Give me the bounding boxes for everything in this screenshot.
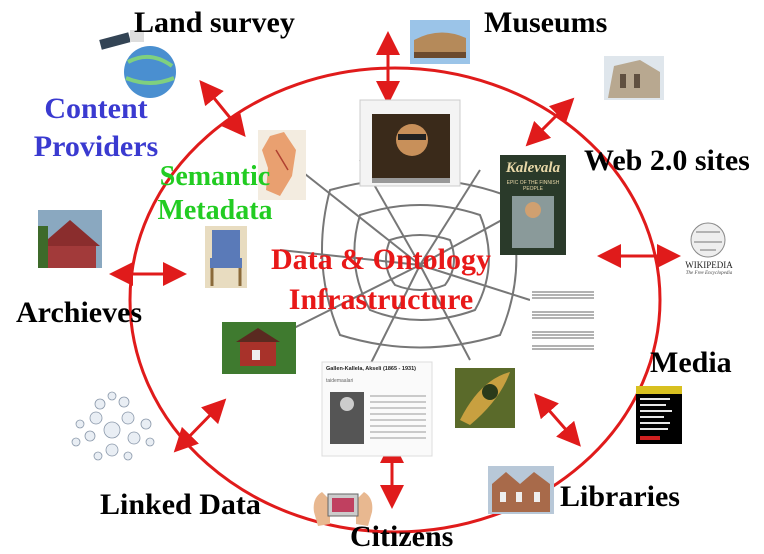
archieves-label: Archieves [16,296,143,329]
arrow-linked-data [173,398,227,453]
kalevala-cover-title: Kalevala [505,160,561,176]
article-page-image [321,361,433,457]
kalevala-book-image [500,155,566,255]
finland-map-image [258,130,306,200]
semantic-line-1: Semantic [159,161,271,192]
archive-temple-image [38,210,102,268]
wikipedia-tagline: The Free Encyclopedia [685,271,733,276]
content-providers-line-1: Content [44,92,148,125]
museum-building-image [410,20,470,64]
linked-data-cloud-image [71,391,155,461]
museum-modern-building-image [604,56,664,100]
land-survey-label: Land survey [134,6,295,39]
arrow-media [534,393,581,447]
library-building-image [488,466,554,514]
article-title: Gallen-Kallela, Akseli (1865 - 1931) [326,366,416,372]
semantic-line-2: Metadata [157,195,273,226]
arrow-web20 [525,97,575,147]
red-house-image [222,322,296,374]
libraries-label: Libraries [560,480,680,513]
kalevala-cover-subtitle: EPIC OF THE FINNISH PEOPLE [506,180,560,192]
connection-arrows [109,30,681,509]
citizens-label: Citizens [350,520,454,553]
sheet-music-image [530,285,596,353]
linked-data-label: Linked Data [100,488,261,521]
center-title-line-1: Data & Ontology [271,243,491,276]
content-providers-label: Content Providers [28,90,164,166]
media-screen-image [636,386,682,444]
wikipedia-wordmark: WIKIPEDIA [685,260,733,270]
article-subtitle: taidemaalari [326,378,354,384]
museums-label: Museums [484,6,608,39]
painting-image [455,368,515,428]
wikipedia-globe-icon [690,222,726,258]
satellite-globe-icon [99,30,176,98]
arrow-land-survey [199,80,246,137]
portrait-video-image [359,99,461,187]
center-title-line-2: Infrastructure [288,283,474,316]
center-title: Data & Ontology Infrastructure [258,240,504,320]
semantic-metadata-label: Semantic Metadata [148,160,282,228]
content-providers-line-2: Providers [33,130,159,163]
hands-phone-image [313,492,373,526]
web20-label: Web 2.0 sites [584,144,750,177]
media-label: Media [650,346,732,379]
chair-image [205,226,247,288]
